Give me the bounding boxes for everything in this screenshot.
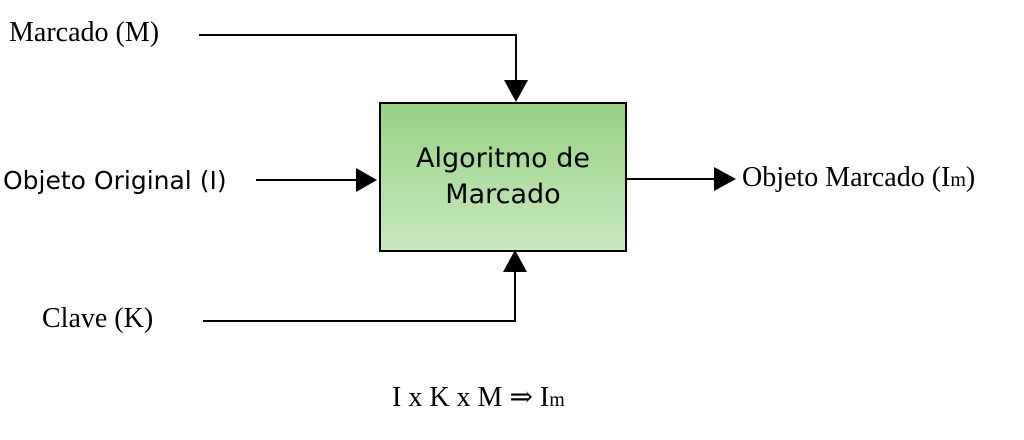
formula: I x K x M ⇒ Im — [392, 384, 565, 412]
objeto-original-label: Objeto Original (I) — [3, 166, 227, 195]
output-arrowhead — [714, 167, 736, 191]
clave-label: Clave (K) — [42, 303, 154, 334]
formula-subscript: m — [549, 389, 565, 411]
marcado-label: Marcado (M) — [9, 17, 160, 48]
objeto-original-arrowhead — [356, 168, 377, 192]
clave-connector — [203, 268, 516, 322]
process-label-line1: Algoritmo de — [416, 143, 590, 174]
algoritmo-de-marcado-box: Algoritmo de Marcado — [379, 102, 627, 252]
process-label-line2: Marcado — [445, 179, 561, 210]
objeto-marcado-subscript: m — [950, 169, 966, 191]
objeto-marcado-label: Objeto Marcado (Im) — [742, 164, 975, 192]
objeto-marcado-text: Objeto Marcado (I — [742, 162, 951, 193]
formula-text: I x K x M ⇒ I — [392, 382, 550, 413]
clave-arrowhead — [503, 250, 527, 272]
marcado-arrowhead — [504, 80, 528, 102]
marcado-connector — [199, 34, 517, 84]
objeto-marcado-close: ) — [965, 162, 976, 193]
